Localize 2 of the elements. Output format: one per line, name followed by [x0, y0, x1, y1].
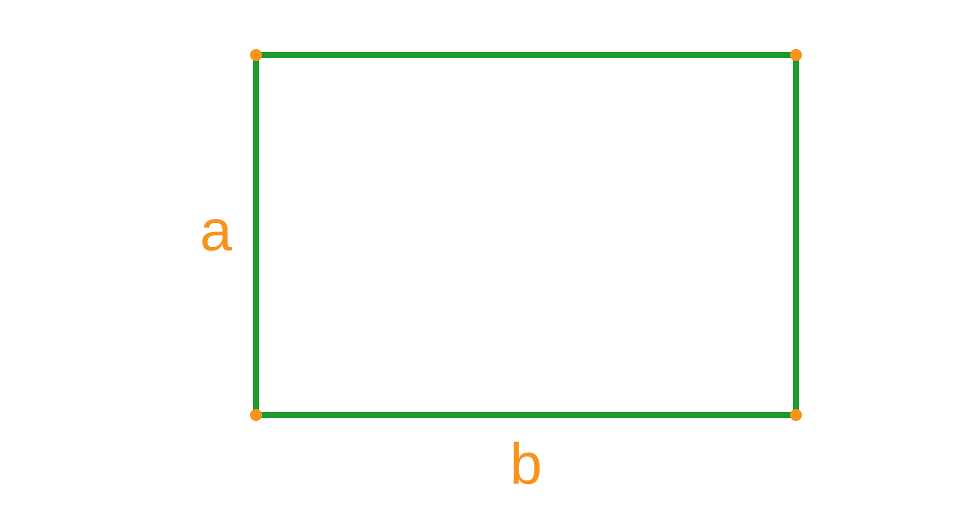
side-label: b: [514, 442, 540, 484]
side-label: a: [202, 219, 232, 251]
